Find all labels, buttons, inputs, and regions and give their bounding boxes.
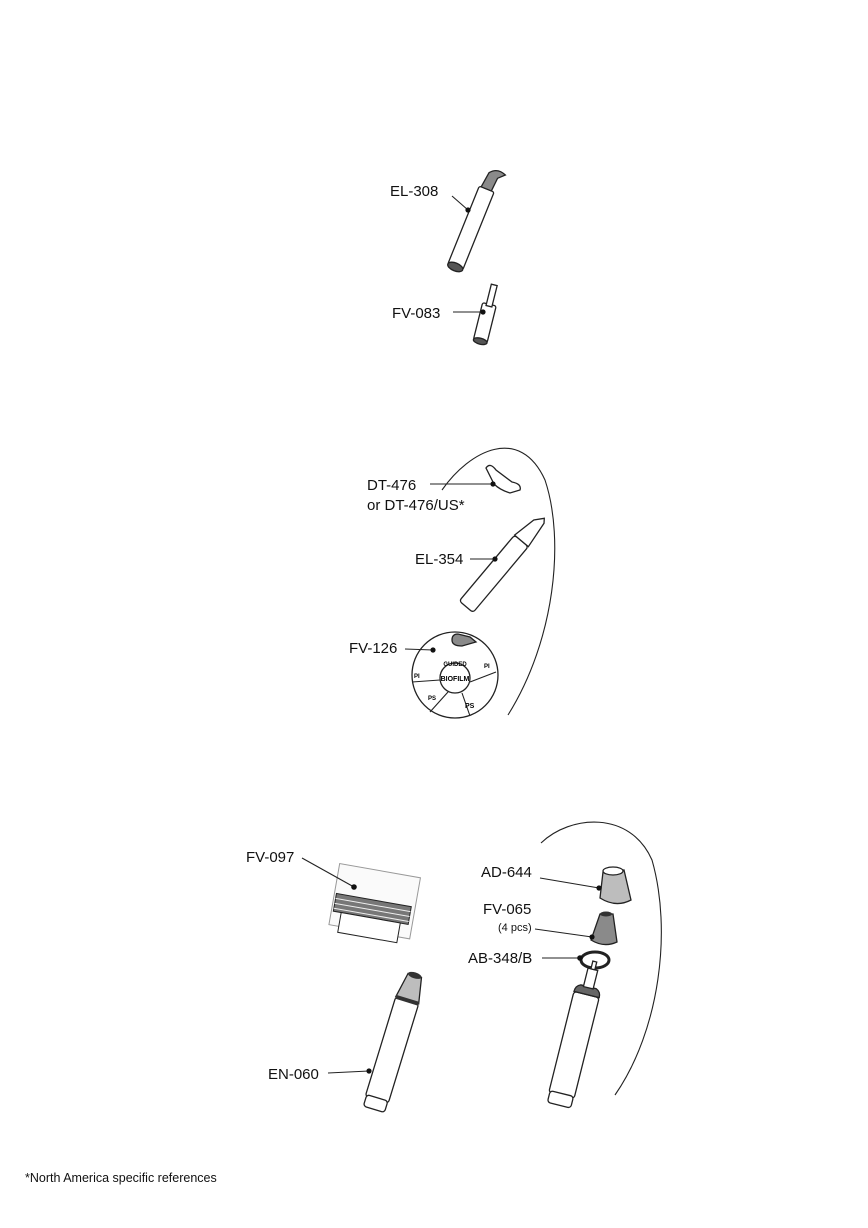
part-fv083: FV-083 bbox=[392, 283, 498, 346]
part-el354: EL-354 bbox=[415, 517, 545, 612]
disk-ring-text: GUIDED bbox=[443, 662, 467, 668]
kit-arc-1 bbox=[441, 447, 556, 716]
disk-segment: PS bbox=[465, 703, 475, 710]
label-fv126: FV-126 bbox=[349, 640, 397, 657]
label-fv065-qty: (4 pcs) bbox=[498, 922, 532, 934]
label-fv083: FV-083 bbox=[392, 305, 440, 322]
label-el308: EL-308 bbox=[390, 183, 438, 200]
handpiece-body bbox=[547, 960, 601, 1109]
disk-segment: PI bbox=[414, 674, 420, 680]
part-fv126: BIOFILM GUIDED PS PS PI PI FV-126 bbox=[349, 631, 499, 719]
label-fv097: FV-097 bbox=[246, 849, 294, 866]
part-ad644: AD-644 bbox=[481, 864, 632, 905]
label-fv065: FV-065 bbox=[483, 901, 531, 918]
kit-arc-2 bbox=[540, 821, 662, 1096]
part-fv097: FV-097 bbox=[246, 849, 422, 944]
disk-center-text: BIOFILM bbox=[441, 676, 470, 683]
label-en060: EN-060 bbox=[268, 1066, 319, 1083]
part-dt476: DT-476 or DT-476/US* bbox=[367, 464, 521, 514]
disk-segment: PI bbox=[484, 664, 490, 670]
label-dt476us: or DT-476/US* bbox=[367, 497, 465, 514]
footnote: *North America specific references bbox=[25, 1171, 217, 1185]
part-fv065: FV-065 (4 pcs) bbox=[483, 901, 618, 946]
part-ab348b: AB-348/B bbox=[468, 950, 611, 970]
part-el308: EL-308 bbox=[390, 169, 507, 273]
disk-segment: PS bbox=[428, 696, 436, 702]
label-dt476: DT-476 bbox=[367, 477, 416, 494]
label-ad644: AD-644 bbox=[481, 864, 532, 881]
label-ab348b: AB-348/B bbox=[468, 950, 532, 967]
part-en060: EN-060 bbox=[268, 971, 423, 1113]
label-el354: EL-354 bbox=[415, 551, 463, 568]
